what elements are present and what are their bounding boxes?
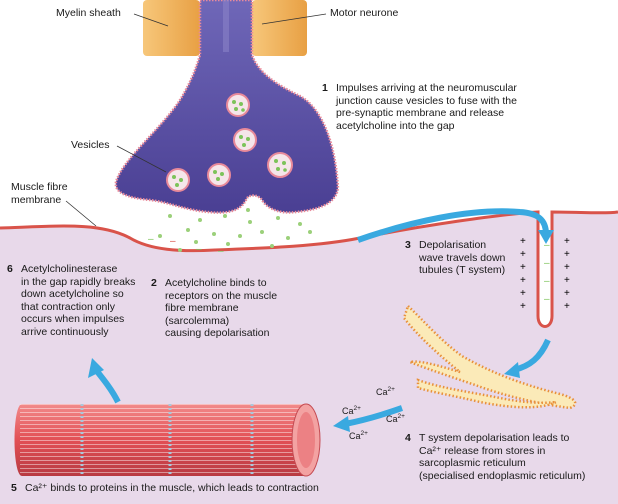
arrow-calcium-release [344,405,403,427]
step-2: 2 Acetylcholine binds to receptors on th… [151,277,301,340]
step-3: 3 Depolarisation wave travels down tubul… [405,239,517,277]
step-text: Impulses arriving at the neuromuscular j… [336,82,517,132]
myelin-sheath-label: Myelin sheath [56,7,121,19]
step-1: 1 Impulses arriving at the neuromuscular… [322,82,582,132]
muscle-fibre-membrane-label: Muscle fibre membrane [11,181,68,206]
step-text: Ca²⁺ binds to proteins in the muscle, wh… [25,482,319,494]
step-number: 6 [7,263,13,275]
myelin-sheath-right [252,0,307,56]
step-number: 1 [322,82,328,94]
vesicle [166,168,190,192]
muscle-fibre-cylinder [14,403,321,477]
vesicle [233,128,257,152]
step-5: 5 Ca²⁺ binds to proteins in the muscle, … [11,482,391,495]
motor-neurone-label: Motor neurone [330,7,399,19]
vesicle [207,163,231,187]
step-number: 4 [405,432,411,444]
vesicles [166,93,293,192]
vesicles-label: Vesicles [71,139,110,151]
arrow-head [504,362,520,378]
arrow-head [538,230,554,244]
step-4: 4 T system depolarisation leads to Ca²⁺ … [405,432,613,482]
step-text: Depolarisation wave travels down tubules… [419,239,506,276]
step-text: Acetylcholinesterase in the gap rapidly … [21,263,136,338]
calcium-ion: Ca2+ [349,430,368,441]
step-number: 5 [11,482,17,494]
step-text: Acetylcholine binds to receptors on the … [165,277,278,339]
step-number: 2 [151,277,157,289]
step-number: 3 [405,239,411,251]
calcium-ion: Ca2+ [386,413,405,424]
acetylcholine-molecules [158,208,312,252]
myelin-sheath-left [143,0,200,56]
step-text: T system depolarisation leads to Ca²⁺ re… [419,432,586,482]
arrow-depolarisation [357,208,549,243]
arrow-head [333,416,350,432]
vesicle [226,93,250,117]
sarcoplasmic-reticulum [402,303,577,410]
step-6: 6 Acetylcholinesterase in the gap rapidl… [7,263,157,338]
calcium-ion: Ca2+ [342,405,361,416]
arrow-head [88,358,104,378]
vesicle [267,152,293,178]
calcium-ion: Ca2+ [376,386,395,397]
